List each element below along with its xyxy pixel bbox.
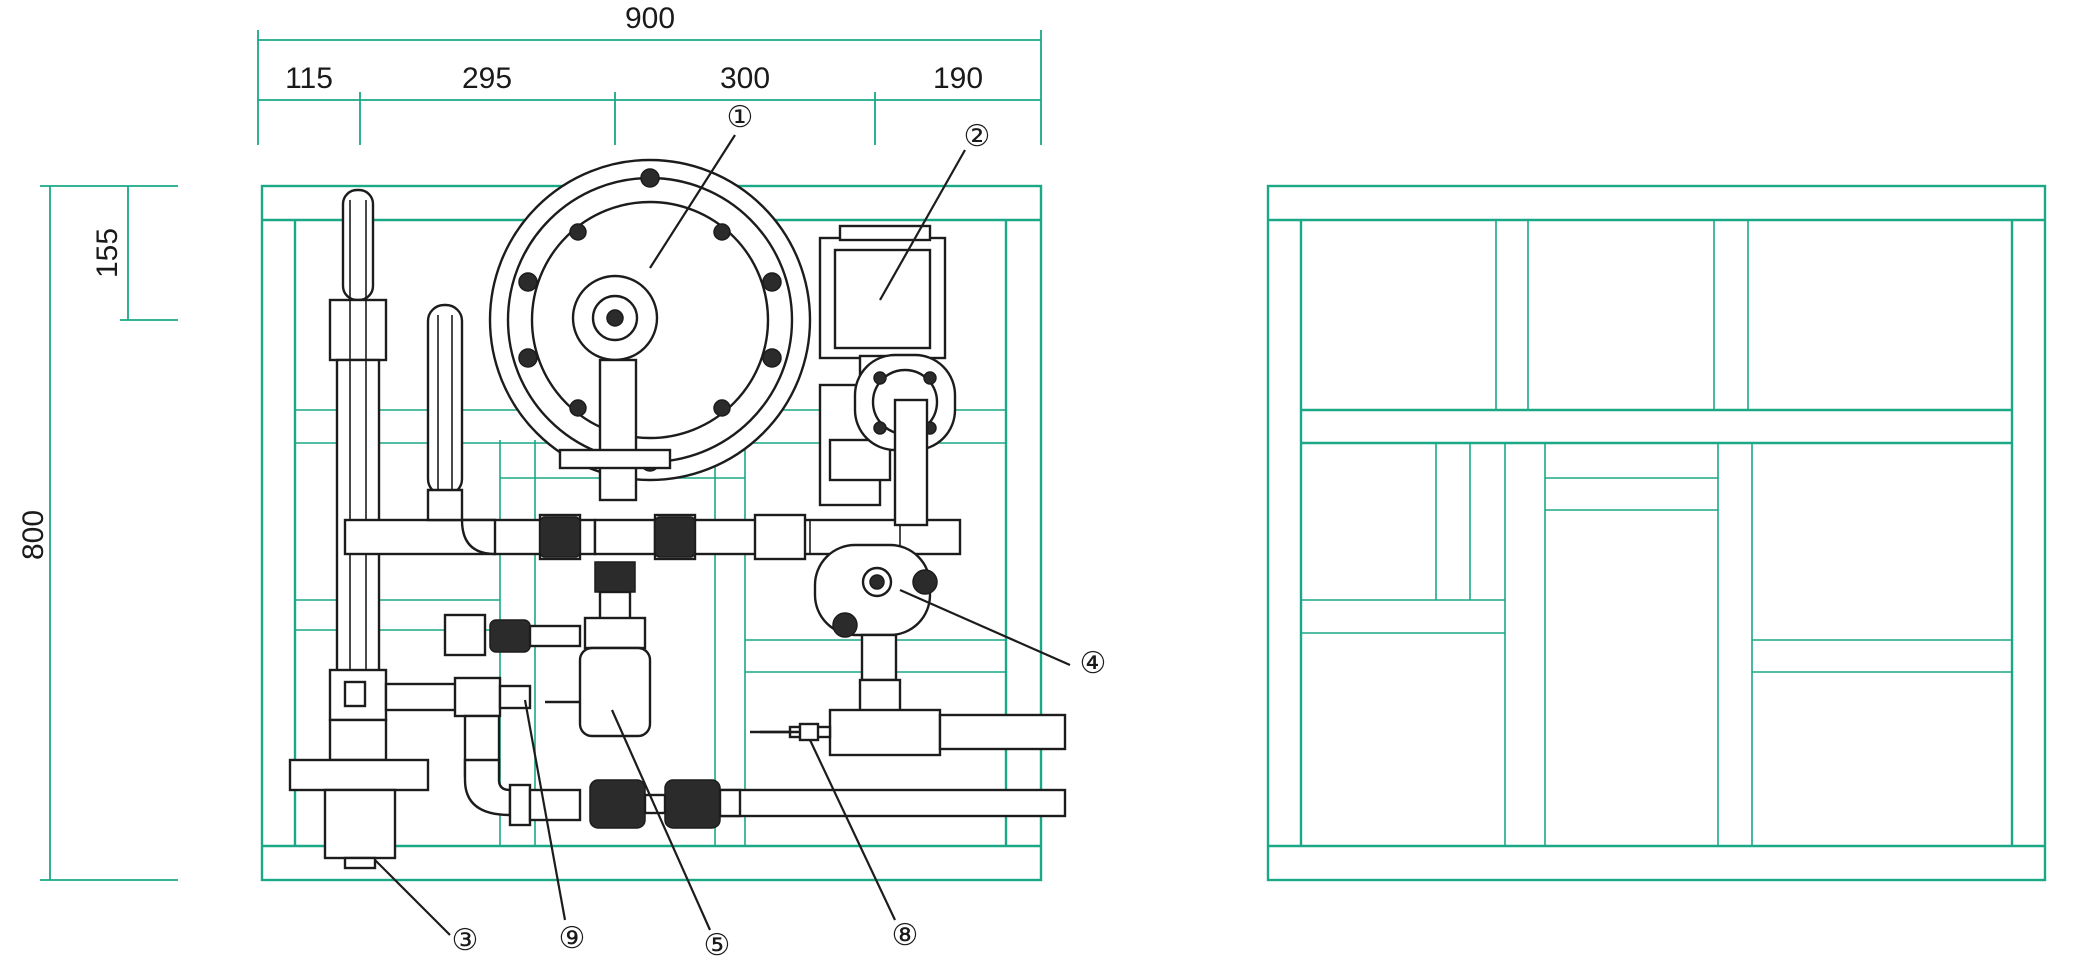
callout-5-label: ⑤ xyxy=(704,928,731,963)
lower-piping-9 xyxy=(384,676,742,829)
callout-5: ⑤ xyxy=(610,709,731,963)
callout-3: ③ xyxy=(374,859,479,958)
dim-segment-4: 190 xyxy=(933,62,983,95)
left-dimension-group: 155 800 xyxy=(17,185,178,881)
flow-indicator-4 xyxy=(813,543,938,682)
dim-segment-3: 300 xyxy=(720,62,770,95)
callout-9: ⑨ xyxy=(523,699,586,956)
secondary-vertical-pipe xyxy=(426,303,464,497)
injection-nozzle-8 xyxy=(760,722,820,742)
dim-overall-height: 800 xyxy=(17,510,50,560)
discharge-lines xyxy=(718,678,1067,818)
callout-8: ⑧ xyxy=(809,739,919,953)
callout-2: ② xyxy=(879,119,991,301)
pump-disc-1 xyxy=(488,158,812,502)
callout-4-label: ④ xyxy=(1080,646,1107,681)
vertical-column-assembly xyxy=(288,188,430,870)
dim-overall-width: 900 xyxy=(625,2,675,35)
pump-head-flange xyxy=(853,353,957,527)
callout-1-label: ① xyxy=(727,100,754,135)
dim-top-offset: 155 xyxy=(91,228,124,278)
side-view-frame xyxy=(1266,184,2047,882)
callout-3-label: ③ xyxy=(452,923,479,958)
strainer-5 xyxy=(443,613,652,738)
callout-2-label: ② xyxy=(964,119,991,154)
callout-4: ④ xyxy=(899,588,1107,681)
top-dimension-group: 900 115 295 300 190 xyxy=(257,2,1042,145)
callout-8-label: ⑧ xyxy=(892,918,919,953)
callout-1: ① xyxy=(649,100,754,269)
dim-segment-2: 295 xyxy=(462,62,512,95)
dim-segment-1: 115 xyxy=(285,62,333,95)
callout-9-label: ⑨ xyxy=(559,921,586,956)
header-valves xyxy=(539,516,696,624)
